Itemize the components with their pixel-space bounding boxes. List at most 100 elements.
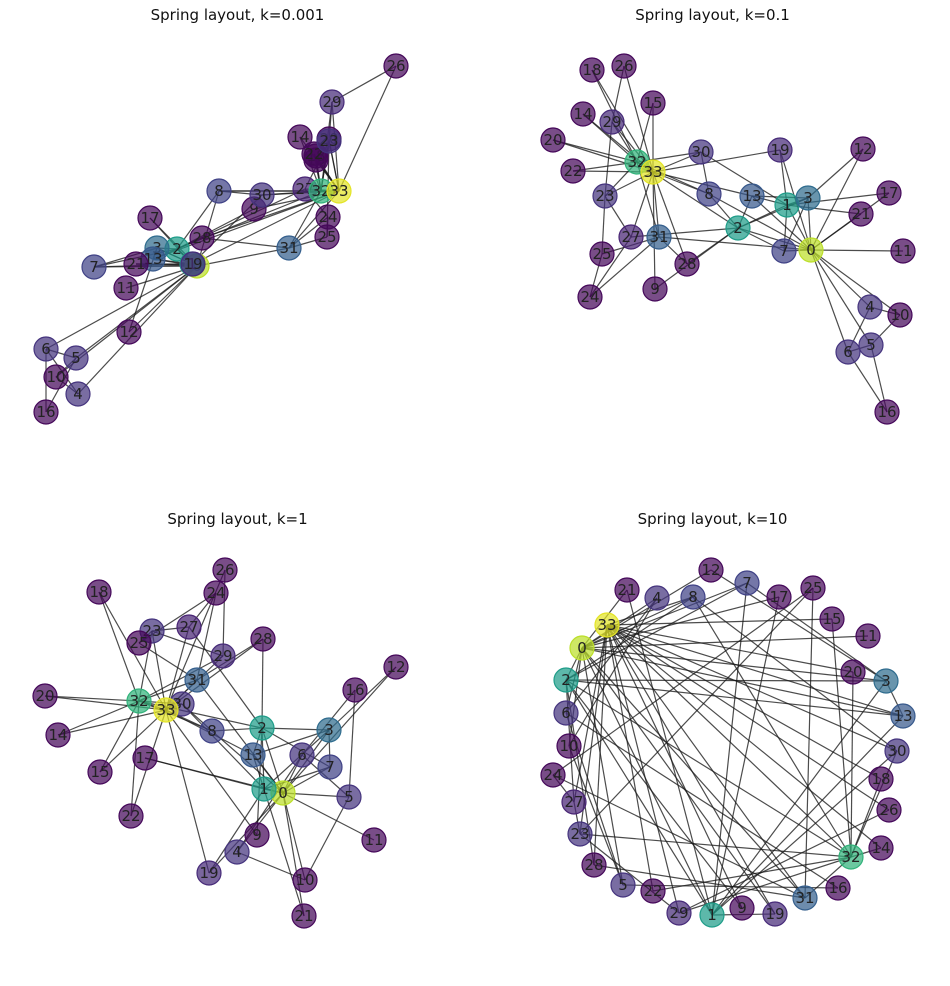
node-25 (589, 241, 615, 267)
node-5 (858, 332, 884, 358)
node-label-10: 10 (890, 306, 909, 324)
node-15 (87, 759, 113, 785)
node-3 (795, 185, 821, 211)
node-16 (825, 875, 851, 901)
edge-0-10 (282, 792, 306, 881)
edge-15-33 (606, 618, 833, 626)
node-label-11: 11 (116, 279, 135, 297)
node-23 (316, 128, 342, 154)
edge-23-25 (579, 587, 814, 835)
node-label-9: 9 (249, 200, 259, 218)
network-graphs: 0123456789101112131415161718192021222324… (32, 53, 916, 929)
edge-0-11 (282, 792, 375, 841)
edge-1-30 (181, 703, 265, 790)
node-label-33: 33 (156, 701, 175, 719)
edge-19-33 (606, 624, 776, 915)
node-label-13: 13 (243, 746, 262, 764)
node-32 (838, 844, 864, 870)
node-label-21: 21 (126, 255, 145, 273)
edge-28-31 (201, 237, 290, 249)
node-label-31: 31 (279, 239, 298, 257)
node-label-18: 18 (89, 583, 108, 601)
node-label-32: 32 (129, 692, 148, 710)
node-11 (855, 623, 881, 649)
node-label-12: 12 (853, 140, 872, 158)
edge-0-4 (810, 249, 871, 308)
edge-27-33 (573, 624, 608, 803)
node-label-22: 22 (563, 162, 582, 180)
node-31 (276, 235, 302, 261)
node-10 (887, 302, 913, 328)
node-label-33: 33 (597, 616, 616, 634)
node-6 (835, 339, 861, 365)
node-label-1: 1 (782, 196, 792, 214)
node-26 (611, 53, 637, 79)
edge-28-33 (652, 171, 688, 265)
graph-tl: 0123456789101112131415161718192021222324… (33, 53, 409, 425)
edge-0-4 (581, 597, 658, 649)
node-29 (319, 89, 345, 115)
node-label-12: 12 (386, 658, 405, 676)
node-6 (289, 742, 315, 768)
node-17 (766, 584, 792, 610)
node-21 (291, 903, 317, 929)
edge-0-31 (196, 679, 284, 794)
node-26 (383, 53, 409, 79)
node-7 (81, 254, 107, 280)
node-label-7: 7 (742, 574, 752, 592)
node-30 (884, 738, 910, 764)
node-label-2: 2 (172, 240, 182, 258)
node-18 (86, 579, 112, 605)
node-label-30: 30 (252, 186, 271, 204)
node-27 (561, 789, 587, 815)
node-5 (63, 345, 89, 371)
node-18 (868, 766, 894, 792)
node-label-22: 22 (304, 145, 323, 163)
node-label-26: 26 (879, 801, 898, 819)
edge-9-33 (606, 624, 743, 909)
node-label-25: 25 (803, 579, 822, 597)
node-29 (666, 900, 692, 926)
edge-1-30 (711, 750, 898, 916)
node-21 (123, 251, 149, 277)
edge-26-33 (338, 65, 397, 192)
node-label-31: 31 (187, 671, 206, 689)
node-label-24: 24 (580, 288, 599, 306)
node-7 (771, 238, 797, 264)
node-label-26: 26 (614, 57, 633, 75)
edge-0-10 (810, 249, 901, 316)
node-8 (696, 181, 722, 207)
node-label-26: 26 (386, 57, 405, 75)
edge-0-13 (751, 195, 812, 251)
node-label-28: 28 (584, 856, 603, 874)
node-13 (739, 183, 765, 209)
node-label-8: 8 (704, 185, 714, 203)
node-label-10: 10 (295, 871, 314, 889)
edge-30-32 (850, 750, 898, 858)
node-label-31: 31 (649, 228, 668, 246)
edge-1-19 (208, 788, 265, 874)
node-16 (874, 399, 900, 425)
node-11 (113, 275, 139, 301)
node-label-0: 0 (806, 241, 816, 259)
edge-29-32 (138, 655, 224, 702)
node-label-21: 21 (851, 205, 870, 223)
node-label-25: 25 (129, 634, 148, 652)
node-label-29: 29 (669, 904, 688, 922)
edge-15-32 (831, 618, 852, 858)
node-label-17: 17 (135, 749, 154, 767)
node-label-20: 20 (543, 131, 562, 149)
node-27 (176, 614, 202, 640)
node-label-4: 4 (232, 843, 242, 861)
edge-32-33 (606, 624, 852, 858)
edge-4-6 (565, 597, 658, 714)
node-5 (610, 872, 636, 898)
node-0 (569, 635, 595, 661)
node-25 (800, 575, 826, 601)
edge-1-17 (144, 757, 265, 790)
node-3 (873, 668, 899, 694)
node-1 (251, 776, 277, 802)
node-label-9: 9 (252, 826, 262, 844)
node-label-18: 18 (582, 61, 601, 79)
